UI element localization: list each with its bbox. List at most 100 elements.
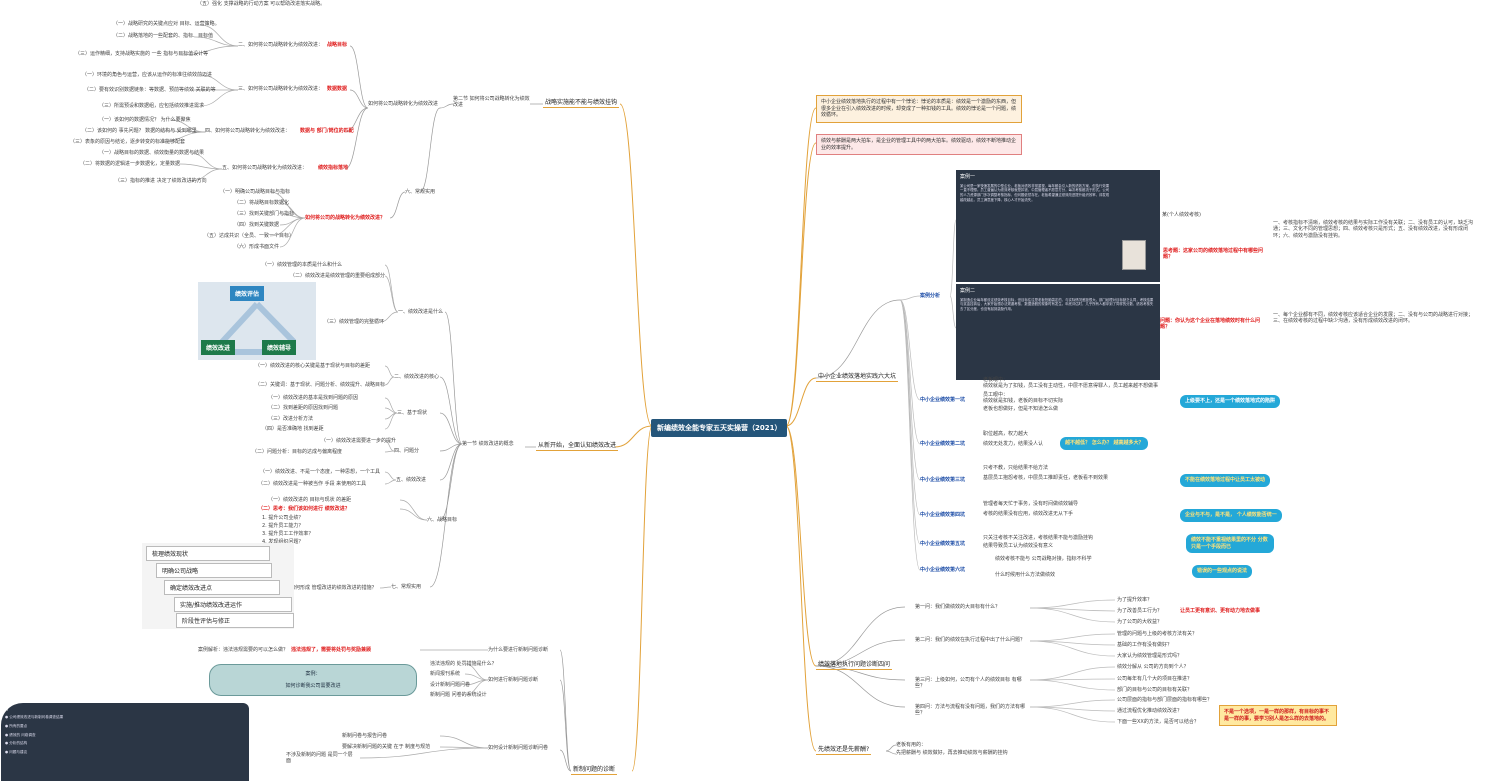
diagnosis-q1[interactable]: 为什么要进行新制问题诊断 — [488, 647, 549, 653]
q2[interactable]: 第二问：我们的绩效在执行过程中出了什么问题？ — [915, 637, 1026, 643]
cognition-section[interactable]: 第一节 绩效改进的概念 — [462, 441, 514, 447]
case1-panel: 案例一 某公司是一家快速发展的中型企业，老板对绩效非常重视，每年都会引入新的绩效… — [956, 170, 1160, 282]
pit-line: 只考不教，只给结果不给方法 — [983, 465, 1049, 471]
leaf: （一）战略目标的数据、绩效衡量的数据与结果 — [99, 150, 205, 156]
leaf: （二）将战略目标数据化 — [234, 200, 290, 206]
connector — [384, 365, 395, 378]
pit-line: 绩效无处发力，结果没人认 — [983, 441, 1044, 448]
q2-a2: 基础的工作有没有做好？ — [1117, 642, 1173, 648]
case1-qlabel: 某(个人绩效考核) — [1162, 212, 1201, 218]
case1-question[interactable]: 思考题：这家公司的绩效落地过程中有哪些问题？ — [1163, 248, 1264, 261]
connector — [439, 376, 463, 445]
pay-first-text: 老板有用的： 先把薪酬与 绩效做好，再去推动绩效与薪酬的挂钩 — [896, 742, 1008, 757]
connector — [384, 376, 395, 386]
leaf: 新闻报刊系统 — [430, 671, 461, 677]
pit-6-tag-text: 错误的一些观点的说法 — [1197, 568, 1248, 574]
connector — [1029, 678, 1116, 681]
pit-1-tag[interactable]: 上级要不上，还是一个绩效落地式的陷阱 — [1180, 395, 1281, 408]
branch-cognition[interactable]: 从新开始，全面认知绩效改进 — [536, 442, 619, 451]
pit-4-tag-text: 企业与不与，是不是， 个人绩效能否统一 — [1185, 512, 1277, 518]
red-note: 数据数据 — [327, 86, 348, 92]
connector — [559, 679, 572, 772]
q2-a3: 大家认为绩效管理是形式吗？ — [1117, 653, 1183, 659]
branch-six-pits[interactable]: 中小企业绩效落地实践六大坑 — [816, 373, 899, 382]
connector — [399, 499, 428, 521]
leaf: 如何形成 管理改进的绩效改进的措施？ — [290, 585, 377, 591]
cycle-evaluate: 绩效评估 — [230, 286, 265, 301]
strategy-mid[interactable]: 如何将公司战略转化为绩效改进 — [368, 101, 439, 107]
leaf: （六）形成书面文件 — [234, 244, 280, 250]
case2-question[interactable]: 问题：你认为这个企业在落地绩效时有什么问题？ — [1160, 318, 1261, 331]
pit-1-text: 老板眼中： 绩效就是为了扣钱，员工没有主动性，中层不愿意得罪人，员工越来越不想做… — [983, 377, 1173, 412]
connector — [379, 311, 399, 323]
connector — [785, 425, 817, 667]
center-topic[interactable]: 新编绩效全能专家五天实操营（2021） — [651, 419, 788, 437]
strategy-question[interactable]: 如何将公司的战略转化为绩效改进？ — [305, 215, 386, 221]
pit-2-tag[interactable]: 越不越低？ 怎么办？ 越高越多大？ — [1060, 437, 1149, 450]
leaf: （二）要有效识别数据链条：等数据、预前等绩效 关联的等 — [84, 87, 216, 93]
dark-row: ● 问题与建议 — [5, 750, 28, 755]
pay-line: 老板有用的： — [896, 742, 927, 748]
diagnosis-q3[interactable]: 如何设计新制问题诊断问卷 — [488, 745, 549, 751]
pit-1-label[interactable]: 中小企业绩效第一坑 — [920, 397, 966, 403]
branch-strategy[interactable]: 战略实施能不能与绩效挂钩 — [543, 99, 620, 108]
cognition-six[interactable]: 六、战略目标 — [427, 517, 458, 523]
case2-panel: 案例二 某制造企业每年都设定绩效考核目标，但目标往往是老板拍脑袋定的，与实际情况… — [956, 284, 1160, 380]
leaf: （三）运作精细，支持战略实施的 一些 指标与目标值设计等 — [75, 51, 209, 57]
pit-2-label[interactable]: 中小企业绩效第二坑 — [920, 441, 966, 447]
step-5: 阶段性评估与修正 — [176, 613, 294, 628]
red-note: （二）思考：我们该如何进行 绩效改进？ — [258, 506, 350, 512]
diagnosis-q2[interactable]: 如何进行新制问题诊断 — [488, 677, 539, 683]
pay-performance-box[interactable]: 绩效与薪酬是两大拍车，是企业的管理工具中的两大拍车。绩效驱动，绩效不断地推动企业… — [816, 134, 1022, 155]
connector — [1029, 706, 1116, 723]
pit-6-tag[interactable]: 错误的一些观点的说法 — [1192, 565, 1253, 578]
pit-4-tag[interactable]: 企业与不与，是不是， 个人绩效能否统一 — [1180, 509, 1282, 522]
connector — [899, 299, 921, 571]
case-analysis-label[interactable]: 案例分析 — [920, 293, 941, 299]
connector — [815, 639, 906, 667]
connector — [439, 103, 454, 109]
case1-title: 案例一 — [960, 174, 976, 180]
q1-a2: 为了改善员工行为？ — [1117, 608, 1163, 614]
connector — [189, 168, 223, 182]
strategy-six[interactable]: 六、常规实用 — [405, 189, 436, 195]
leaf: （一）绩效改进的 目标与现状 的差距 — [268, 497, 352, 503]
leaf: 二、如何将公司战略转化为绩效改进： — [238, 42, 324, 48]
branch-pay-first[interactable]: 先绩效还是先薪酬? — [816, 746, 872, 755]
red-note: 违法违规了，需要将处罚与奖励兼顾 — [291, 647, 372, 653]
leaf: （一）绩效改进、不是一个态度，一种思想，一个工具 — [260, 469, 381, 475]
pit-line: 绩效就是为了扣钱，员工没有主动性，中层不愿意得罪人，员工越来越不想做事 — [983, 383, 1159, 390]
pit-3-tag[interactable]: 不能在绩效落地过程中让员工太被动 — [1180, 474, 1271, 487]
dark-row: ● 公司绩效改进与新制问卷调查结果 — [5, 714, 64, 719]
branch-diagnosis[interactable]: 新制问题的诊断 — [571, 766, 618, 775]
cognition-seven[interactable]: 七、常规实用 — [391, 584, 422, 590]
pit-3-label[interactable]: 中小企业绩效第三坑 — [920, 477, 966, 483]
leaf: （五）达成共识（全员、一致一个目标） — [204, 233, 295, 239]
connector — [815, 299, 901, 379]
leaf: 五、绩效改进 — [396, 477, 427, 483]
leaf: （三）表象的原因与结论，逐步转变的标准能够配套 — [70, 139, 186, 145]
pit-5-tag[interactable]: 绩效不能不重视结果里的不分 分数 只是一个手段而已 — [1186, 534, 1274, 553]
leaf: 二、绩效改进的核心 — [394, 374, 440, 380]
connector — [384, 471, 397, 481]
pit-4-label[interactable]: 中小企业绩效第四坑 — [920, 512, 966, 518]
q3[interactable]: 第三问：上级如何，公司有个人的绩效目标 有哪些？ — [915, 677, 1022, 690]
four-q-yellow-note[interactable]: 不是一个选项，一是一样的那样，有目标的事不是一样的事，要学习别人是怎么样的去落地… — [1219, 705, 1337, 726]
leaf: 要解决新制问题的关键 在于 制度与规范 — [342, 744, 431, 750]
pit-5-text: 只关注考核不关注改进，考核结果不能与激励挂钩 结果导致员工认为绩效没有意义 — [983, 535, 1093, 550]
red-note: 战略目标 — [327, 42, 348, 48]
pit-5-label[interactable]: 中小企业绩效第五坑 — [920, 541, 966, 547]
leaf: 4. 发现组织问题？ — [262, 539, 304, 545]
connector — [189, 152, 223, 170]
strategy-section[interactable]: 第二节 如何将公司战略转化为绩效改进 — [453, 96, 530, 109]
case-pill[interactable]: 案例： 如何诊断我公司需要改进 — [209, 664, 417, 696]
leaf: （一）绩效改进需要进一步的提升 — [321, 438, 397, 444]
leaf: 2. 提升员工能力？ — [262, 523, 304, 529]
paradox-box[interactable]: 中小企业绩效落地执行的过程中有一个悖论：悖论的本质是：绩效是一个激励的东西，但很… — [816, 95, 1022, 123]
q1[interactable]: 第一问：我们做绩效的大目标有什么？ — [915, 604, 1001, 610]
q4[interactable]: 第四问：方法与流程有没有问题，我们的方法有哪些？ — [915, 704, 1026, 717]
pit-6-label[interactable]: 中小企业绩效第六坑 — [920, 567, 966, 573]
leaf: 四、问题分 — [394, 448, 420, 454]
branch-four-questions[interactable]: 绩效落地执行问题诊断四问 — [816, 661, 893, 670]
